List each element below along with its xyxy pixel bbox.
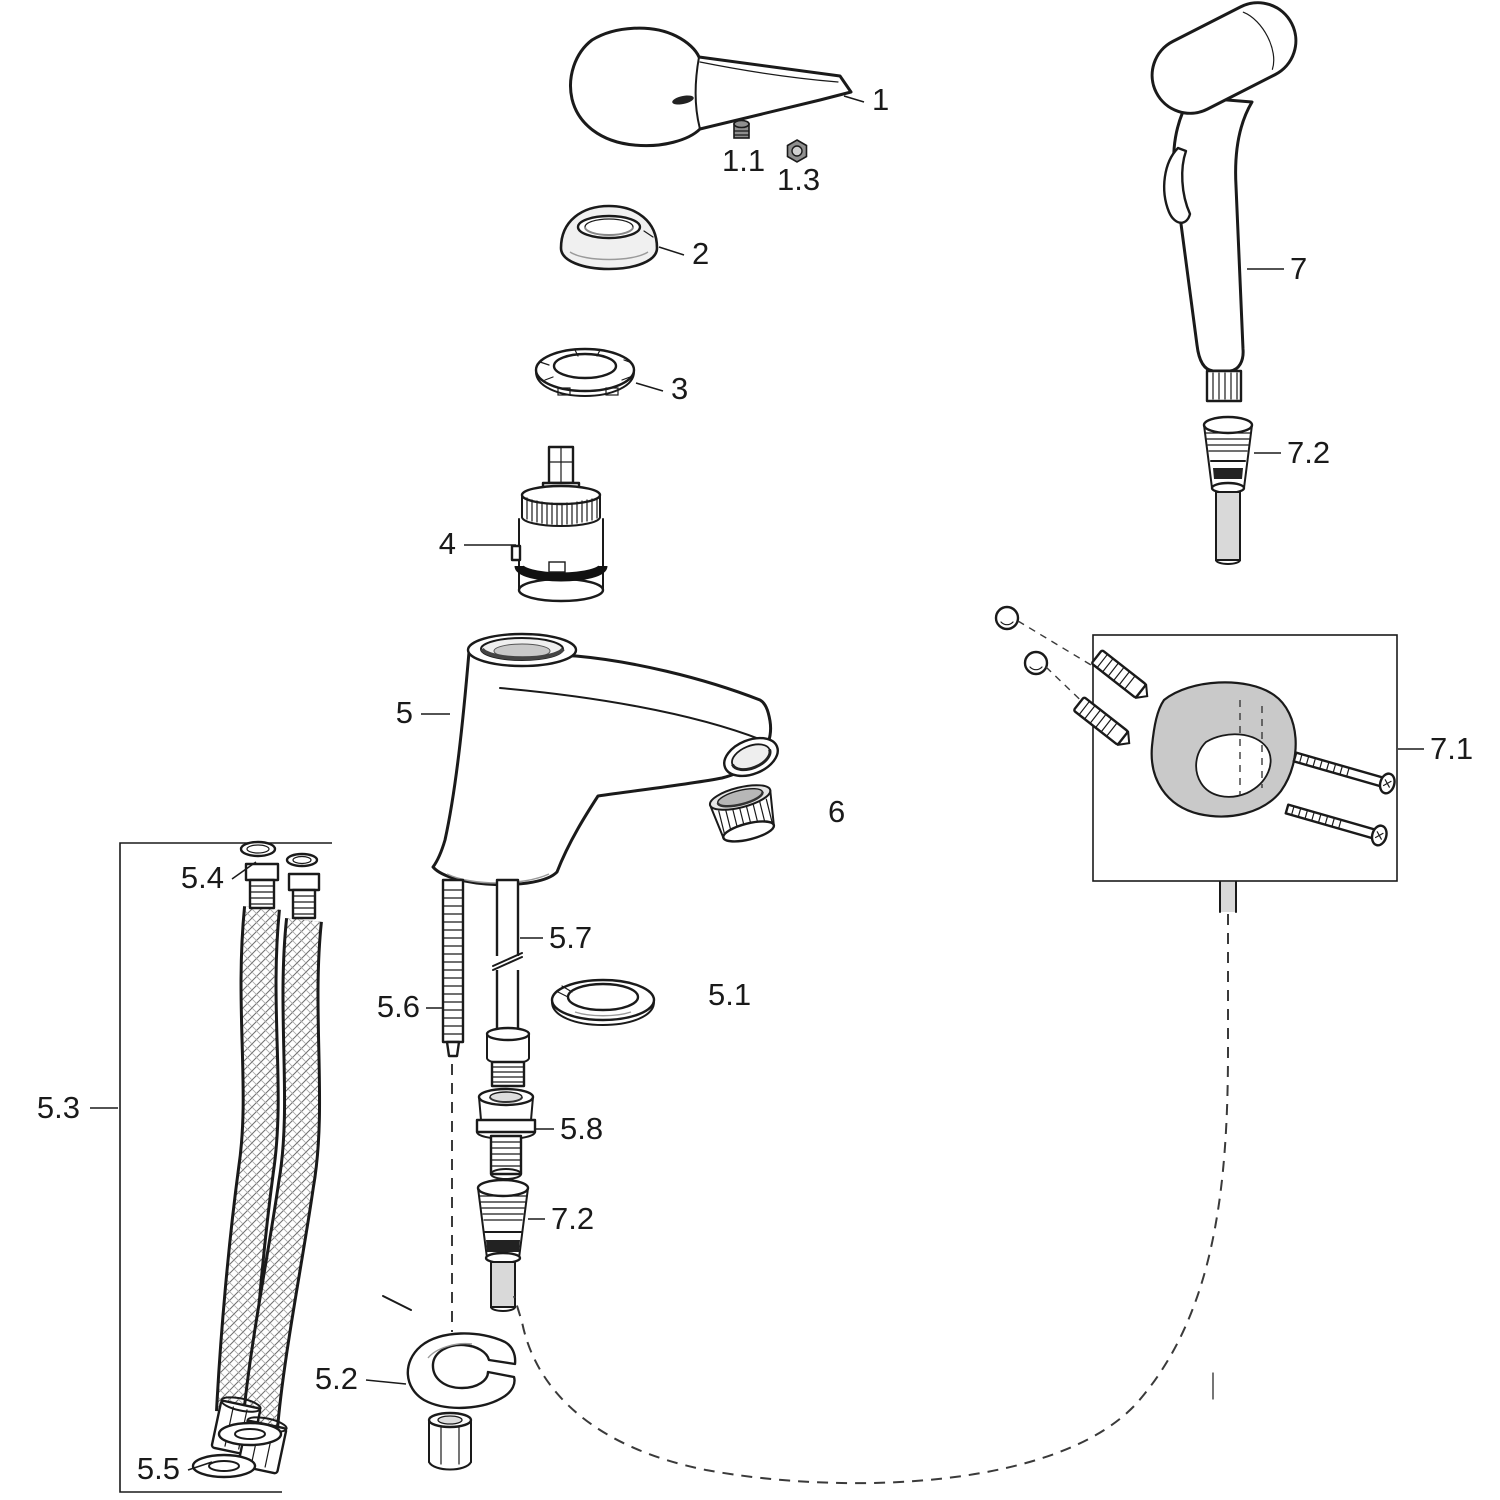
locking-ring <box>534 347 636 398</box>
holder-screw-1 <box>1292 751 1396 795</box>
supply-hoses-group <box>119 840 332 1493</box>
holder-screw-2 <box>1284 803 1388 847</box>
labels: 1 1.1 1.3 2 3 4 5 6 7 7.2 7.1 5.4 5.7 5.… <box>37 82 1473 1486</box>
part-label-2: 2 <box>692 236 709 271</box>
part-label-7-2-top: 7.2 <box>1287 435 1330 470</box>
part-label-7: 7 <box>1290 251 1307 286</box>
threaded-rod <box>441 878 465 1058</box>
kit-box <box>1092 634 1398 882</box>
part-label-6: 6 <box>828 794 845 829</box>
hose-left-fitting <box>244 862 280 910</box>
part-label-5: 5 <box>396 695 413 730</box>
wall-anchor-1 <box>1091 649 1149 699</box>
part-label-1: 1 <box>872 82 889 117</box>
handle-screw <box>733 119 750 139</box>
part-label-5-6: 5.6 <box>377 989 420 1024</box>
screw-head-circle-1 <box>994 605 1020 631</box>
dome-cap <box>559 204 659 271</box>
part-label-3: 3 <box>671 371 688 406</box>
hose-cone-lower <box>476 1178 530 1312</box>
shower-holder <box>1150 681 1297 818</box>
part-label-5-7: 5.7 <box>549 920 592 955</box>
faucet-body <box>431 632 779 887</box>
part-label-4: 4 <box>439 526 456 561</box>
mounting-bracket <box>382 1295 517 1410</box>
washers <box>191 1421 283 1479</box>
part-label-5-3: 5.3 <box>37 1090 80 1125</box>
part-label-5-5: 5.5 <box>137 1451 180 1486</box>
hose-right-fitting <box>287 872 321 920</box>
part-label-1-3: 1.3 <box>777 162 820 197</box>
part-label-7-2-bottom: 7.2 <box>551 1201 594 1236</box>
handle-lever <box>569 26 853 148</box>
wall-holder-kit <box>994 605 1398 882</box>
spout-opening <box>723 736 779 778</box>
screw-head-circle-2 <box>1023 650 1049 676</box>
part-label-7-1: 7.1 <box>1430 731 1473 766</box>
handle-nut <box>786 139 808 163</box>
hose-cone-upper <box>1202 415 1254 565</box>
supply-pipe <box>485 878 531 1088</box>
part-label-5-1: 5.1 <box>708 977 751 1012</box>
part-label-5-4: 5.4 <box>181 860 224 895</box>
hose-connector <box>475 1087 537 1180</box>
part-label-5-8: 5.8 <box>560 1111 603 1146</box>
cartridge-splines <box>526 497 598 526</box>
part-label-1-1: 1.1 <box>722 143 765 178</box>
aerator <box>708 784 776 843</box>
hose-left-braid <box>218 906 278 1413</box>
bracket-nut <box>427 1411 473 1471</box>
base-ring <box>550 978 656 1027</box>
hose-right-braid <box>244 918 320 1430</box>
hose-stub <box>1220 882 1236 912</box>
cartridge <box>510 445 608 603</box>
wall-anchor-2 <box>1073 696 1131 746</box>
hand-shower <box>1150 1 1298 1400</box>
hose-routing-dashed <box>513 914 1229 1485</box>
part-label-5-2: 5.2 <box>315 1361 358 1396</box>
shower-trigger <box>1163 146 1192 224</box>
part-5-3-bracket <box>119 842 332 1493</box>
o-rings <box>239 840 319 868</box>
